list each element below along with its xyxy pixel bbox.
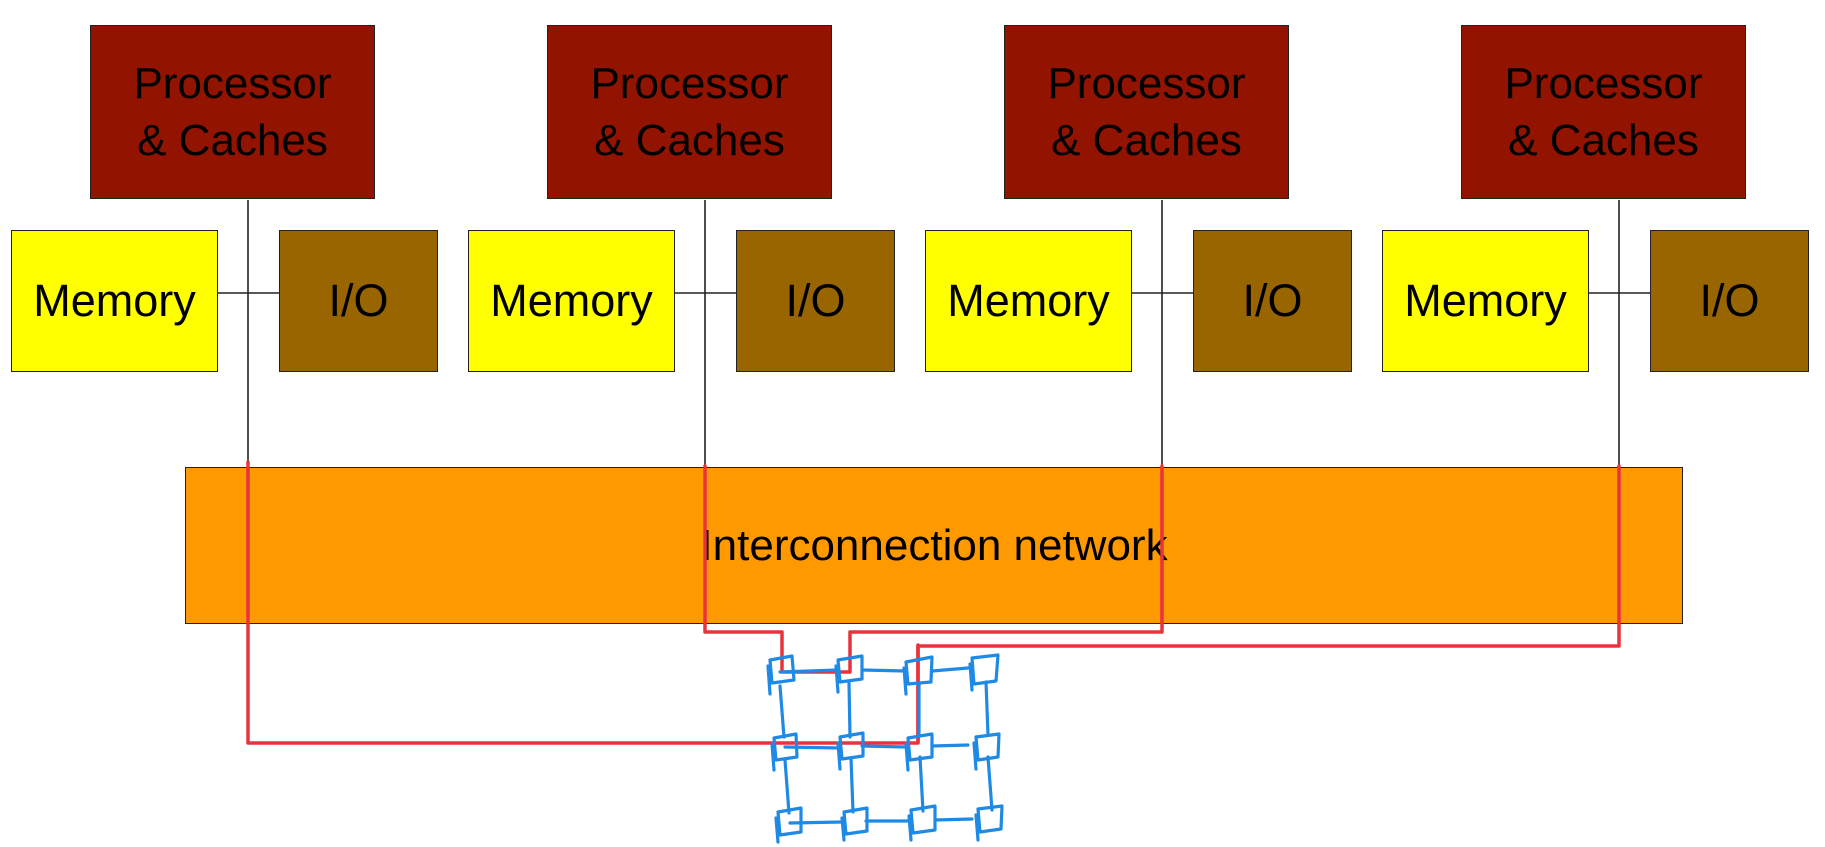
node-4-io-box: I/O (1650, 230, 1809, 372)
mesh-switch-2-2 (836, 731, 865, 771)
mesh-switch-3-3 (907, 804, 937, 842)
node-1-io-box: I/O (279, 230, 438, 372)
mesh-switch-1-3 (902, 655, 934, 696)
mesh-switch-1-4 (968, 653, 1000, 692)
mesh-col-3 (917, 682, 925, 813)
node-1-io-label: I/O (328, 275, 389, 326)
mesh-switch-1-1 (766, 654, 796, 696)
node-1-memory-box: Memory (11, 230, 218, 372)
node-3-io-box: I/O (1193, 230, 1352, 372)
node-3-memory-box: Memory (925, 230, 1132, 372)
node-3-processor-box: Processor & Caches (1004, 25, 1289, 199)
mesh-switch-2-4 (972, 732, 1001, 771)
node-2-processor-box: Processor & Caches (547, 25, 832, 199)
mesh-switch-3-4 (974, 804, 1004, 842)
node-3-processor-label-line1: Processor (1047, 59, 1246, 108)
mesh-switch-2-1 (770, 732, 799, 772)
node-2-processor-label-line2: & Caches (594, 116, 785, 165)
node-2-memory-label: Memory (490, 275, 653, 326)
node-1-memory-label: Memory (33, 275, 196, 326)
node-2-processor-label-line1: Processor (590, 59, 789, 108)
mesh-col-2 (847, 681, 855, 814)
mesh-col-1 (778, 684, 791, 815)
mesh-row-3 (788, 817, 974, 825)
mesh-switch-3-1 (774, 806, 803, 844)
node-2-memory-box: Memory (468, 230, 675, 372)
node-1-processor-label-line2: & Caches (137, 116, 328, 165)
node-3-processor-label-line2: & Caches (1051, 116, 1242, 165)
interconnection-network-box: Interconnection network (185, 467, 1683, 624)
mesh-switch-3-2 (840, 806, 869, 842)
mesh-row-2 (783, 743, 970, 750)
mesh-col-4 (984, 680, 994, 812)
node-3-memory-label: Memory (947, 275, 1110, 326)
mesh-network-sketch-icon (766, 653, 1004, 844)
node-4-io-label: I/O (1699, 275, 1760, 326)
mesh-switch-2-3 (904, 732, 934, 772)
node-4-memory-label: Memory (1404, 275, 1567, 326)
interconnection-network-label: Interconnection network (700, 520, 1168, 570)
node-4-processor-box: Processor & Caches (1461, 25, 1746, 199)
node-2-io-label: I/O (785, 275, 846, 326)
node-4-memory-box: Memory (1382, 230, 1589, 372)
node-1-processor-label-line1: Processor (133, 59, 332, 108)
mesh-switch-1-2 (834, 654, 864, 694)
node-3-io-label: I/O (1242, 275, 1303, 326)
node-2-io-box: I/O (736, 230, 895, 372)
node-1-processor-box: Processor & Caches (90, 25, 375, 199)
node-4-processor-label-line1: Processor (1504, 59, 1703, 108)
node-4-processor-label-line2: & Caches (1508, 116, 1699, 165)
mesh-row-1 (778, 666, 970, 674)
